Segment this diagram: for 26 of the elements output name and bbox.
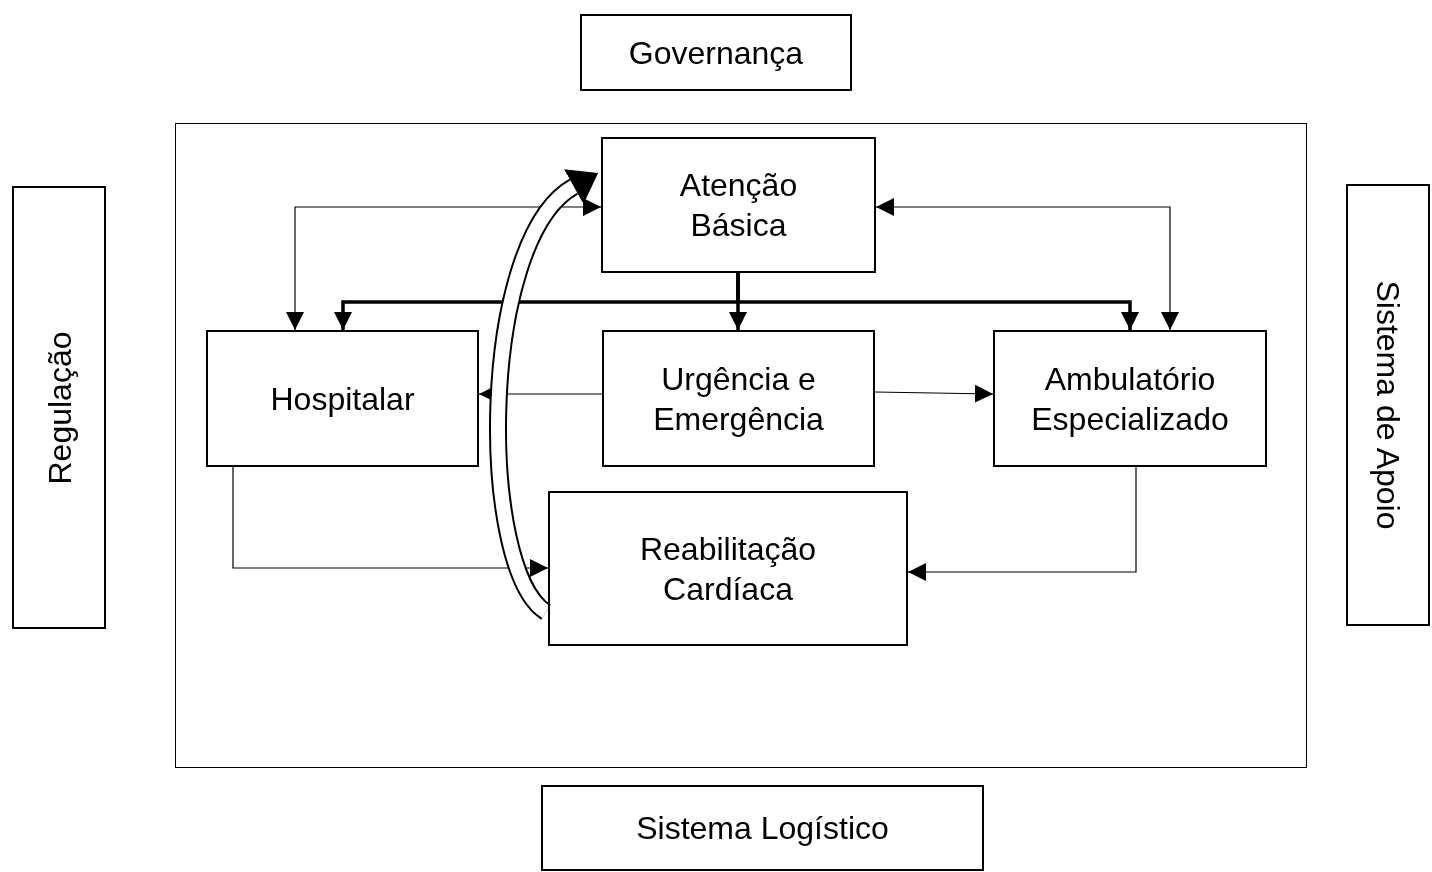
- process-box: [206, 330, 479, 467]
- process-box: [548, 491, 908, 646]
- process-box: [1346, 184, 1430, 626]
- process-box: [993, 330, 1267, 467]
- arrow: [232, 466, 549, 577]
- arrow: [907, 466, 1137, 581]
- box-label: Hospitalar: [270, 379, 415, 419]
- box-label: Governança: [628, 33, 804, 73]
- box-label: Regulação: [40, 331, 79, 484]
- arrow: [286, 198, 602, 331]
- process-box: [602, 330, 875, 467]
- box-label: Atenção Básica: [678, 166, 799, 245]
- box-label: Ambulatório Especializado: [1030, 359, 1230, 439]
- arrow: [875, 198, 1179, 331]
- process-box: [580, 14, 852, 91]
- box-label: Reabilitação Cardíaca: [638, 529, 818, 609]
- frame-box: [175, 123, 1307, 768]
- process-box: [601, 137, 876, 273]
- box-label: Urgência e Emergência: [652, 359, 825, 439]
- process-box: [541, 785, 984, 871]
- process-box: [12, 186, 106, 629]
- box-label: Sistema Logístico: [636, 809, 889, 848]
- arrow: [874, 384, 994, 403]
- curved-block-arrow: [489, 168, 595, 619]
- arrow: [729, 273, 747, 330]
- box-label: Sistema de Apoio: [1369, 280, 1407, 530]
